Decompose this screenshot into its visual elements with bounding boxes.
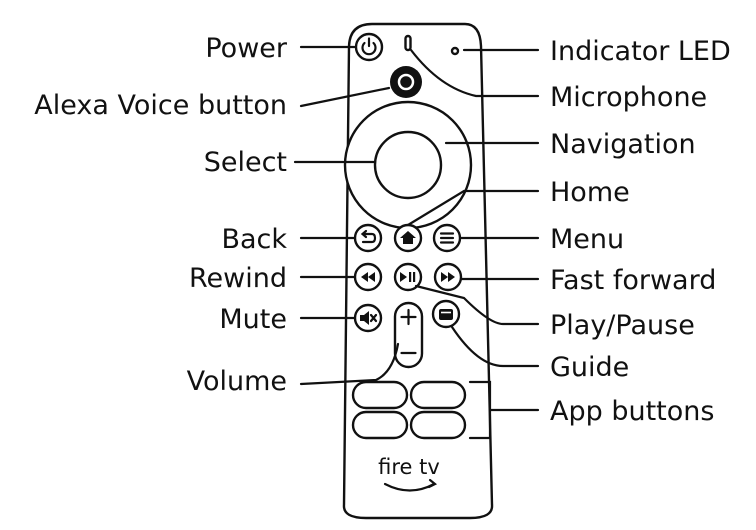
app-button-1[interactable] bbox=[351, 380, 409, 410]
power-button[interactable] bbox=[354, 32, 384, 62]
back-button[interactable] bbox=[353, 223, 383, 253]
mute-icon bbox=[360, 311, 378, 325]
label-mute: Mute bbox=[219, 304, 287, 335]
app-button-4[interactable] bbox=[409, 410, 467, 440]
alexa-voice-button[interactable] bbox=[390, 66, 422, 98]
label-home: Home bbox=[550, 177, 630, 208]
microphone bbox=[404, 34, 412, 52]
fast-forward-button[interactable] bbox=[433, 262, 463, 292]
indicator-led bbox=[450, 46, 460, 56]
play-pause-icon bbox=[400, 272, 416, 282]
alexa-voice-icon bbox=[397, 73, 415, 91]
back-arrow-icon bbox=[360, 229, 377, 244]
label-indicator-led: Indicator LED bbox=[550, 36, 731, 67]
mute-button[interactable] bbox=[353, 303, 383, 333]
label-microphone: Microphone bbox=[550, 82, 707, 113]
label-alexa-voice-button: Alexa Voice button bbox=[34, 90, 287, 121]
label-back: Back bbox=[221, 224, 287, 255]
label-play-pause: Play/Pause bbox=[550, 310, 695, 341]
rewind-button[interactable] bbox=[353, 262, 383, 292]
label-volume: Volume bbox=[187, 366, 287, 397]
app-button-2[interactable] bbox=[409, 380, 467, 410]
volume-up-icon bbox=[400, 308, 417, 326]
volume-rocker[interactable] bbox=[393, 301, 424, 369]
menu-lines-icon bbox=[439, 232, 455, 244]
home-icon bbox=[400, 231, 416, 244]
brand-logo: fire tv bbox=[378, 455, 440, 479]
fast-forward-icon bbox=[441, 272, 455, 282]
app-buttons bbox=[351, 380, 467, 440]
label-guide: Guide bbox=[550, 352, 629, 383]
guide-button[interactable] bbox=[431, 299, 461, 329]
play-pause-button[interactable] bbox=[393, 262, 423, 292]
label-power: Power bbox=[205, 33, 288, 64]
remote-body bbox=[342, 22, 494, 520]
app-button-3[interactable] bbox=[351, 410, 409, 440]
label-menu: Menu bbox=[550, 224, 624, 255]
guide-icon bbox=[439, 309, 453, 320]
leader-lines bbox=[293, 45, 540, 440]
power-icon bbox=[361, 37, 377, 56]
amazon-smile-icon bbox=[383, 478, 438, 492]
label-navigation: Navigation bbox=[550, 129, 696, 160]
home-button[interactable] bbox=[393, 223, 423, 253]
label-app-buttons: App buttons bbox=[550, 396, 714, 427]
rewind-icon bbox=[361, 272, 375, 282]
label-select: Select bbox=[204, 147, 287, 178]
label-rewind: Rewind bbox=[189, 263, 287, 294]
menu-button[interactable] bbox=[432, 223, 462, 253]
label-fast-forward: Fast forward bbox=[550, 265, 716, 296]
select-button[interactable] bbox=[373, 130, 443, 200]
